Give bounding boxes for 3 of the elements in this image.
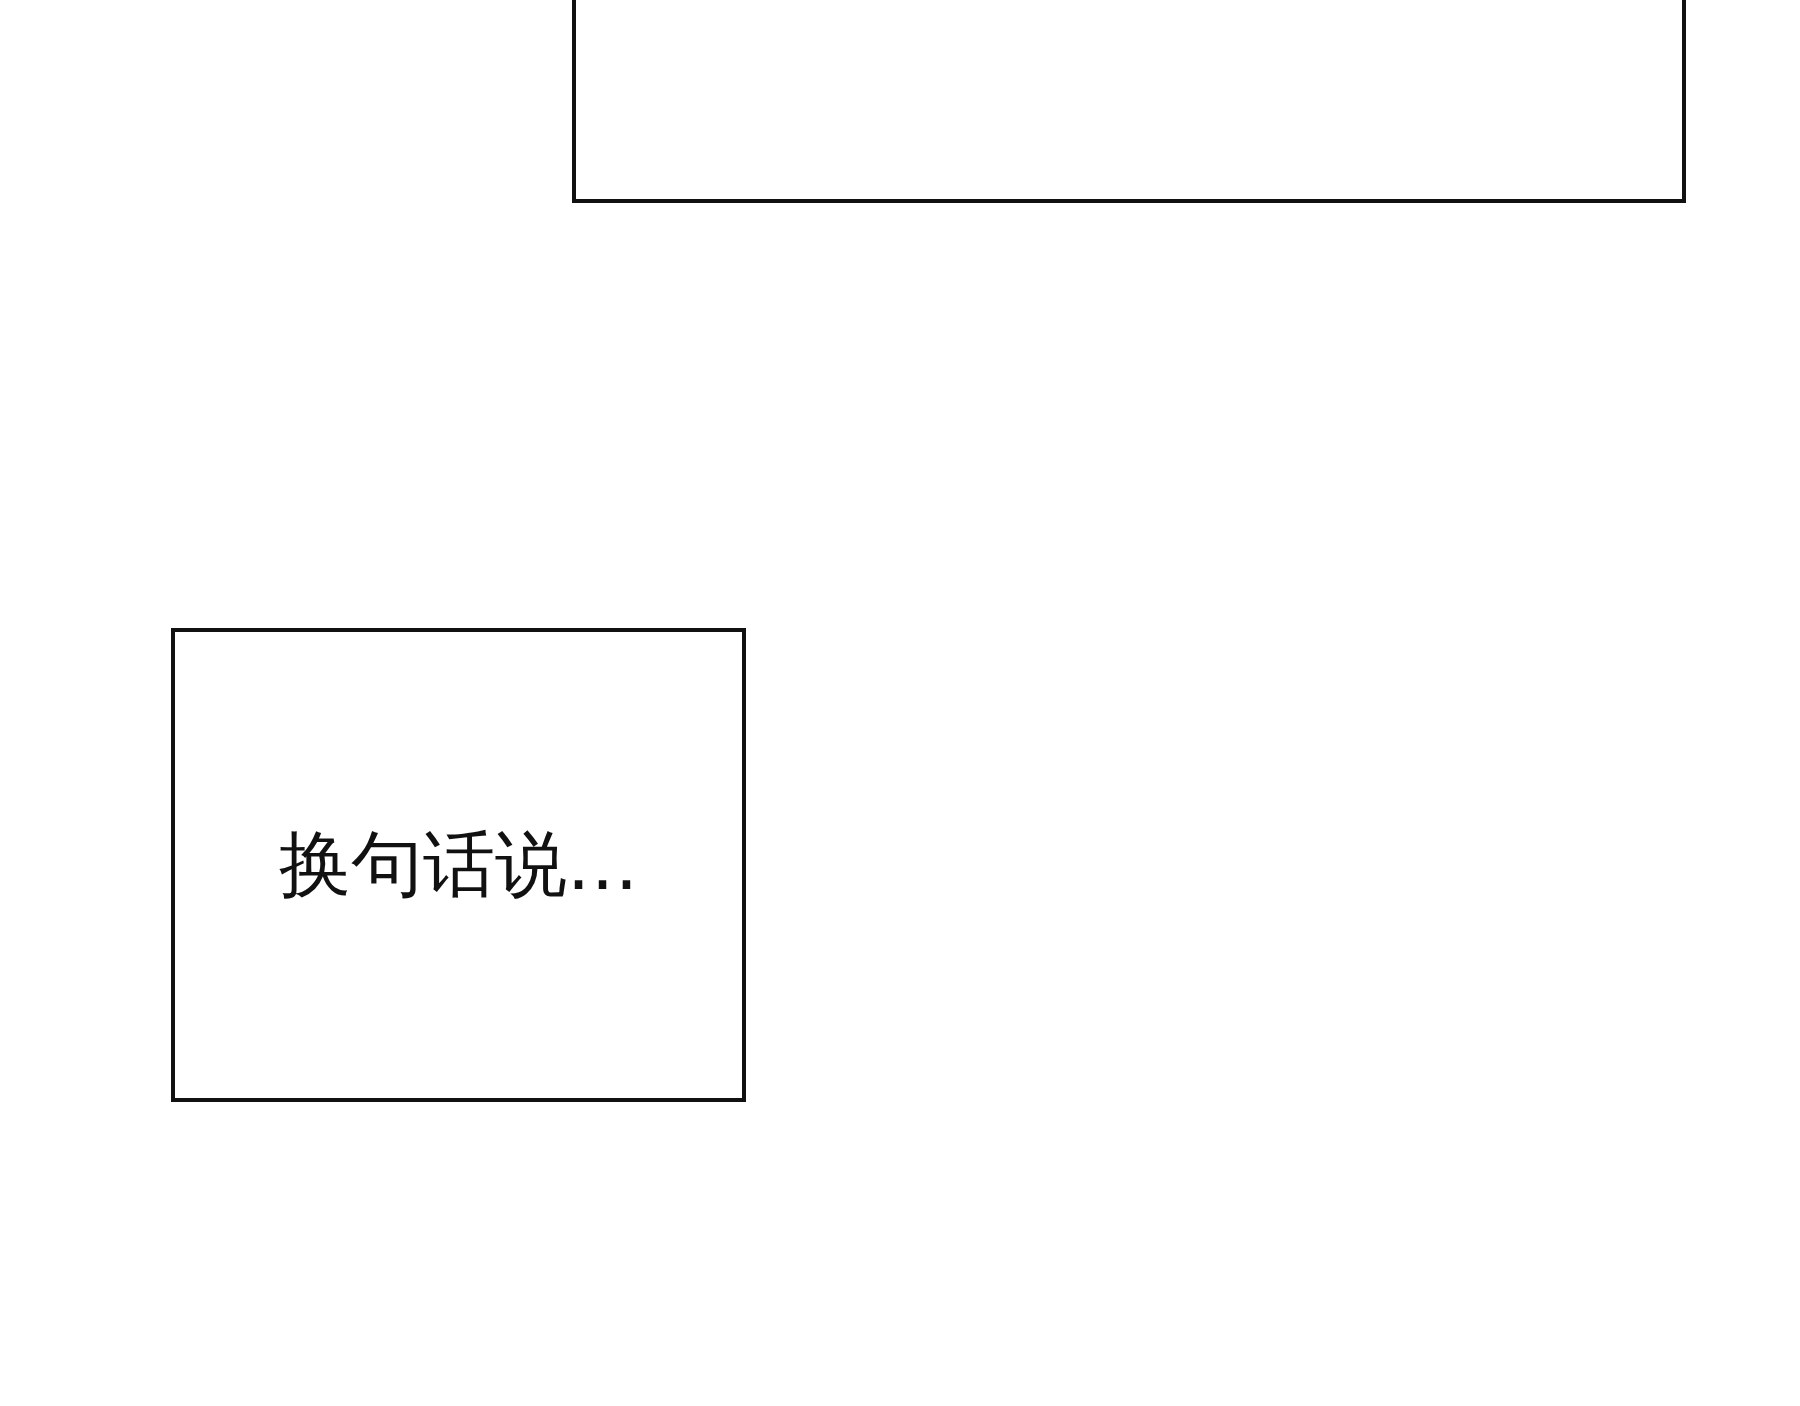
text-panel: [171, 628, 746, 1102]
narration-text: 换句话说…: [278, 821, 639, 908]
panel-frame: [572, 0, 1686, 203]
